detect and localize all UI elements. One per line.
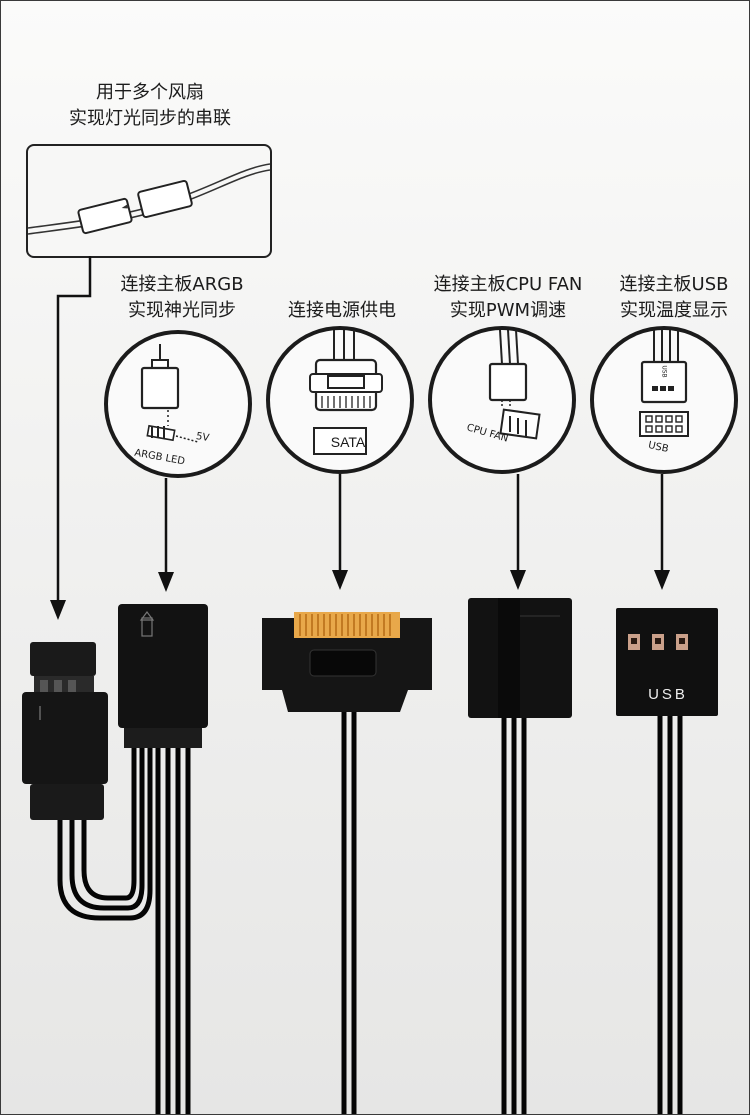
sata-detail-circle: SATA: [266, 326, 414, 474]
usb-line-2: 实现温度显示: [620, 300, 728, 321]
argb-plug: [118, 604, 208, 748]
usb-plug-label: USB: [648, 686, 688, 703]
sata-line-1: 连接电源供电: [288, 300, 396, 321]
cpu-fan-plug: [468, 598, 572, 718]
usb-plug: [616, 608, 718, 716]
cpu-fan-header-icon: [488, 329, 541, 440]
argb-line-1: 连接主板ARGB: [120, 274, 244, 295]
callout-line-2: 实现灯光同步的串联: [69, 108, 231, 129]
cpu-fan-line-2: 实现PWM调速: [449, 300, 567, 321]
cpu-fan-line-1: 连接主板CPU FAN: [433, 274, 583, 295]
callout-caption: 用于多个风扇 实现灯光同步的串联: [40, 80, 260, 132]
arrow-down-icon: [50, 256, 92, 620]
argb-caption: 连接主板ARGB 实现神光同步: [102, 272, 262, 324]
arrow-down-icon: [654, 474, 670, 590]
argb-detail-circle: 5V ARGB LED: [104, 330, 252, 478]
cpu-fan-detail-circle: CPU FAN: [428, 326, 576, 474]
callout-line-1: 用于多个风扇: [96, 82, 204, 103]
cable-bundle: [57, 712, 683, 1115]
cpu-fan-caption: 连接主板CPU FAN 实现PWM调速: [418, 272, 598, 324]
arrow-down-icon: [510, 474, 526, 590]
sata-plug: [262, 612, 432, 712]
arrow-down-icon: [332, 474, 348, 590]
sata-circle-label: SATA: [330, 434, 366, 450]
arrow-down-icon: [158, 478, 174, 592]
usb-header-icon: [639, 330, 689, 437]
usb-caption: 连接主板USB 实现温度显示: [604, 272, 744, 324]
sata-caption: 连接电源供电: [272, 298, 412, 324]
daisy-chain-illustration: ◄: [26, 144, 272, 258]
argb-header-icon: [140, 344, 199, 443]
daisy-chain-cable-icon: ◄: [27, 163, 271, 235]
usb-line-1: 连接主板USB: [619, 274, 729, 295]
usb-detail-circle: USB USB: [590, 326, 738, 474]
argb-line-2: 实现神光同步: [128, 300, 236, 321]
svg-text:◄: ◄: [120, 202, 129, 212]
argb-daisy-plug: [22, 642, 108, 820]
sata-plug-icon: [309, 330, 383, 455]
